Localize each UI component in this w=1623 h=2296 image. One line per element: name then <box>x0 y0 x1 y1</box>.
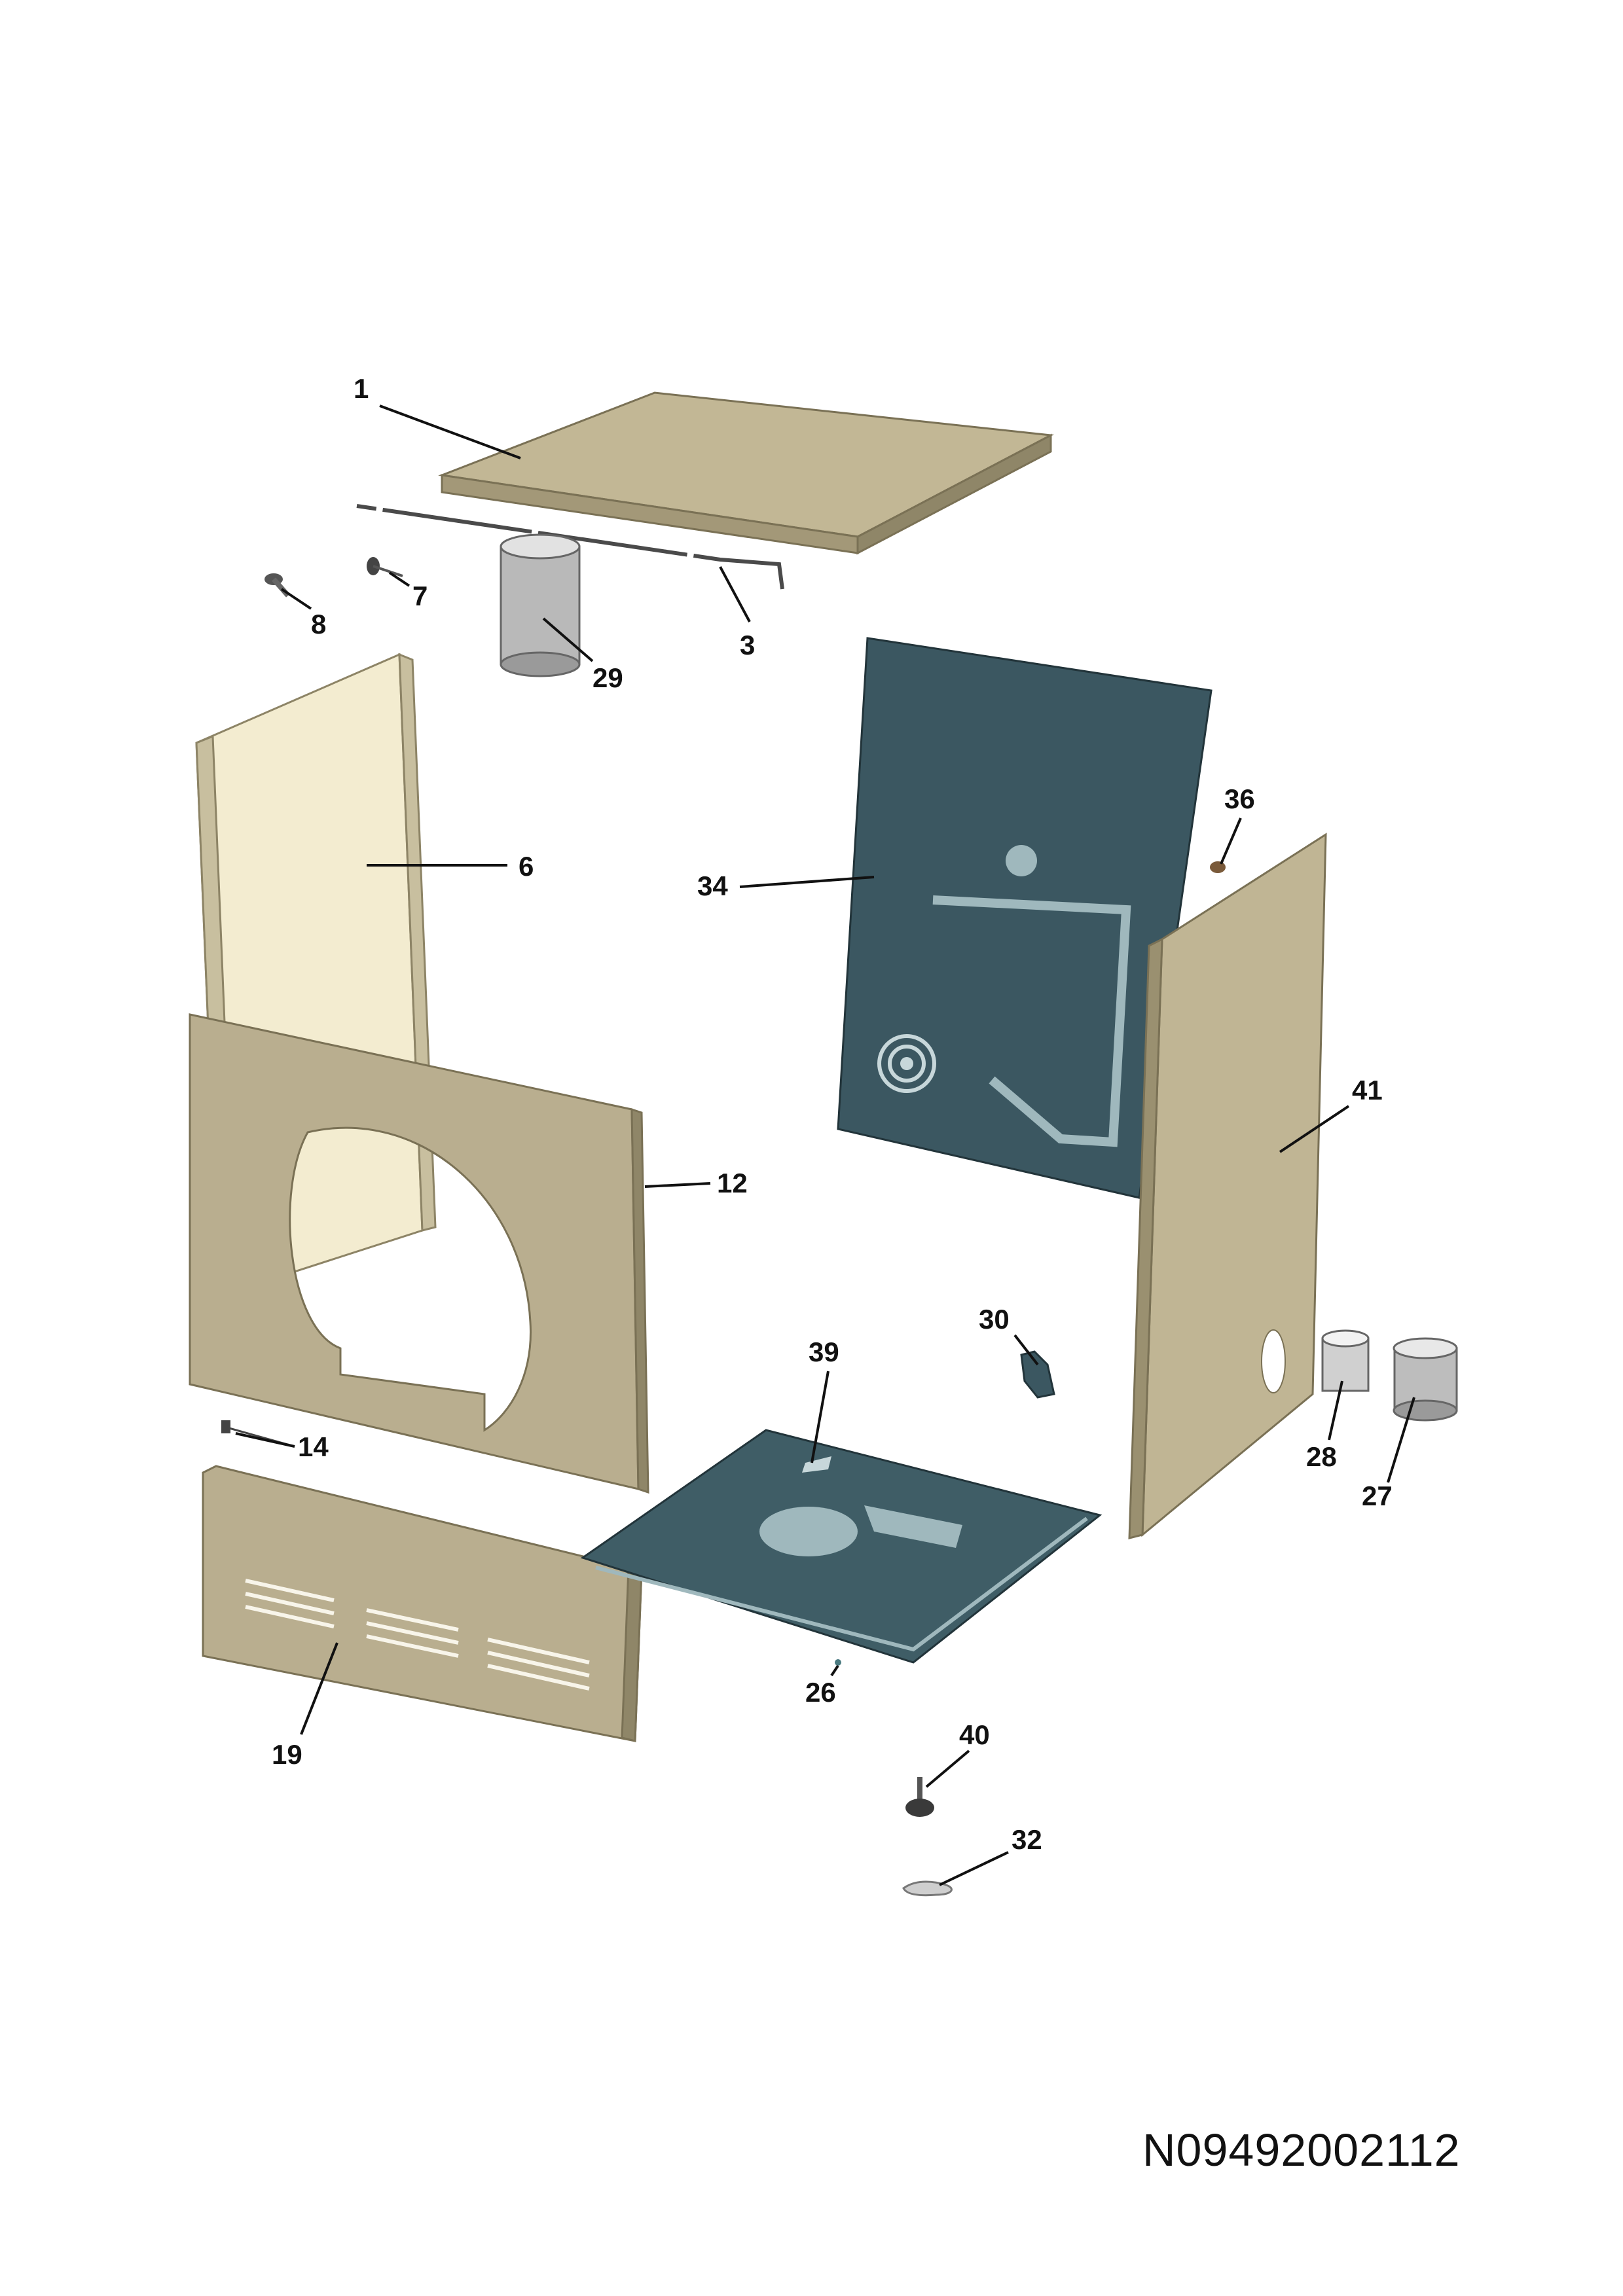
rear-panel <box>837 637 1213 1199</box>
base-pin <box>835 1659 841 1666</box>
leader-28 <box>1328 1380 1343 1441</box>
callout-41: 41 <box>1352 1075 1383 1105</box>
callout-40: 40 <box>959 1719 990 1750</box>
leader-41 <box>1279 1105 1350 1153</box>
callout-26: 26 <box>805 1677 836 1708</box>
callout-7: 7 <box>412 581 428 611</box>
leader-1 <box>379 404 521 459</box>
drawing-code: N09492002112 <box>1142 2125 1461 2176</box>
callout-6: 6 <box>519 851 534 882</box>
callout-32: 32 <box>1012 1824 1042 1855</box>
base-plate <box>580 1429 1103 1664</box>
leader-19 <box>300 1642 338 1735</box>
leader-40 <box>925 1749 970 1788</box>
callout-8: 8 <box>311 609 326 639</box>
side-panel-right <box>1128 833 1327 1539</box>
bracket <box>1020 1350 1055 1399</box>
leader-30 <box>1013 1334 1039 1366</box>
leader-3 <box>719 566 751 622</box>
leader-39 <box>811 1371 830 1463</box>
callout-39: 39 <box>809 1336 839 1367</box>
foot <box>905 1777 934 1817</box>
callout-29: 29 <box>593 662 623 693</box>
leader-lines <box>235 404 1415 1886</box>
grommet <box>1210 861 1226 873</box>
callout-19: 19 <box>272 1739 302 1770</box>
duct-tube <box>500 533 581 677</box>
leader-14 <box>235 1432 295 1448</box>
wire-clip <box>902 1880 953 1897</box>
leader-26 <box>830 1664 839 1677</box>
callout-14: 14 <box>298 1431 329 1462</box>
leader-7 <box>388 571 410 587</box>
callout-27: 27 <box>1362 1480 1393 1511</box>
leader-32 <box>939 1851 1009 1886</box>
callout-34: 34 <box>697 870 728 901</box>
leader-27 <box>1387 1397 1415 1483</box>
rod <box>356 504 784 590</box>
leader-34 <box>739 876 875 888</box>
leader-8 <box>280 588 312 610</box>
leader-12 <box>644 1182 711 1188</box>
callout-36: 36 <box>1224 783 1255 814</box>
duct-ring-small <box>1321 1329 1370 1392</box>
hinge-clip <box>221 1420 295 1448</box>
callout-1: 1 <box>354 373 369 404</box>
callout-3: 3 <box>740 630 755 660</box>
callout-28: 28 <box>1306 1441 1337 1472</box>
kick-plate <box>202 1465 643 1742</box>
callout-30: 30 <box>979 1304 1010 1335</box>
front-panel <box>189 1013 649 1494</box>
clip <box>367 557 403 577</box>
duct-ring-large <box>1393 1337 1458 1422</box>
leader-36 <box>1220 817 1242 865</box>
leader-29 <box>542 617 594 662</box>
top-cover <box>438 391 1055 555</box>
callouts: 1 3 6 7 8 12 14 19 26 27 28 29 30 32 34 … <box>272 373 1393 1855</box>
callout-12: 12 <box>717 1168 748 1198</box>
